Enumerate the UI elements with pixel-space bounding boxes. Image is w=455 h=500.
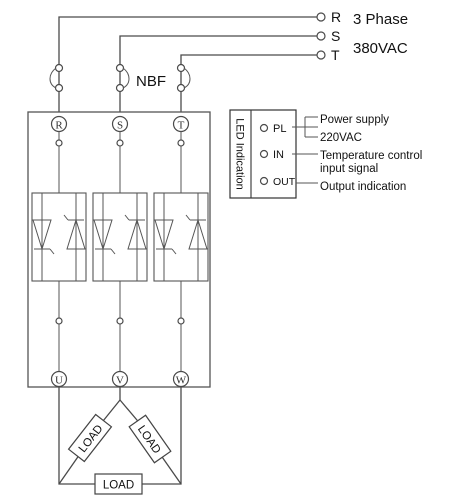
breaker-s xyxy=(115,63,130,112)
led-indication-panel: LED Indication PL Power supply 220VAC IN… xyxy=(229,109,422,199)
led-pl-lamp xyxy=(259,123,269,133)
led-in-desc-line2: input signal xyxy=(320,163,378,175)
phase-text: 3 Phase xyxy=(353,11,408,28)
phase-s-label: S xyxy=(331,28,340,44)
output-terminal-w-label: W xyxy=(176,375,187,387)
led-indicator-out: OUT Output indication xyxy=(259,176,406,193)
breaker-r xyxy=(49,63,64,112)
led-in-lamp xyxy=(259,149,269,159)
led-out-code: OUT xyxy=(273,176,296,188)
supply-lines: R S T 3 Phase 380VAC xyxy=(58,9,408,88)
thyristor-cell-t xyxy=(153,131,209,371)
thyristor-cell-s xyxy=(92,131,148,371)
breaker-label: NBF xyxy=(136,73,166,90)
led-indicator-in: IN Temperature control input signal xyxy=(259,149,422,175)
input-terminal-r-label: R xyxy=(55,120,63,132)
load-right: LOAD xyxy=(128,414,172,464)
breakers: NBF xyxy=(49,63,191,112)
led-indicator-pl: PL Power supply 220VAC xyxy=(259,114,389,144)
led-in-desc-line1: Temperature control xyxy=(320,150,422,162)
phase-r-label: R xyxy=(331,9,341,25)
supply-terminal-t xyxy=(316,50,326,60)
led-in-code: IN xyxy=(273,149,284,161)
input-terminals: R S T xyxy=(50,115,190,133)
output-terminal-u-label: U xyxy=(55,375,63,387)
load-bottom: LOAD xyxy=(94,473,143,495)
led-pl-code: PL xyxy=(273,123,286,135)
load-wiring xyxy=(58,386,182,485)
supply-terminal-r xyxy=(316,12,326,22)
phase-t-label: T xyxy=(331,47,340,63)
breaker-t xyxy=(176,63,191,112)
ssr-module-box xyxy=(27,111,211,388)
input-terminal-s-label: S xyxy=(117,120,123,132)
led-out-desc-line1: Output indication xyxy=(320,181,406,193)
supply-terminal-s xyxy=(316,31,326,41)
thyristor-cell-r xyxy=(31,131,87,371)
led-pl-desc-line2: 220VAC xyxy=(320,132,362,144)
output-terminal-v-label: V xyxy=(116,375,124,387)
led-out-lamp xyxy=(259,176,269,186)
output-terminals: U V W xyxy=(50,370,190,388)
led-panel-title: LED Indication xyxy=(234,118,246,190)
input-terminal-t-label: T xyxy=(178,120,185,132)
load-left: LOAD xyxy=(67,413,113,463)
load-bottom-label: LOAD xyxy=(103,480,134,492)
voltage-text: 380VAC xyxy=(353,40,408,57)
led-pl-desc-line1: Power supply xyxy=(320,114,389,126)
